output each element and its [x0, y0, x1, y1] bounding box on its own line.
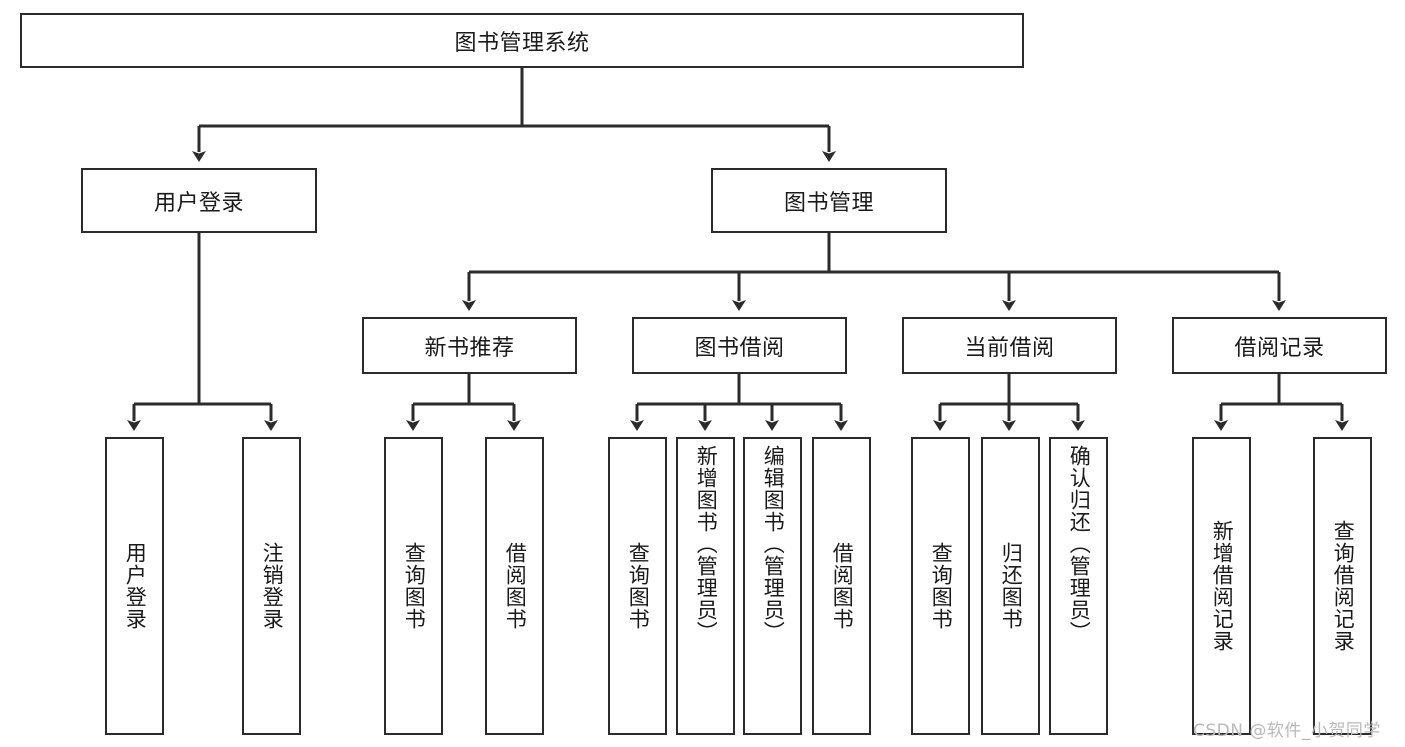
node-user-login[interactable]: 用户登录: [81, 168, 317, 233]
node-book-borrow-label: 图书借阅: [694, 335, 785, 361]
node-root[interactable]: 图书管理系统: [20, 13, 1024, 68]
node-leaf-add-book-label: 新增图书（管理员）: [694, 445, 719, 643]
node-new-book-recommend[interactable]: 新书推荐: [362, 317, 577, 374]
node-current-borrow[interactable]: 当前借阅: [902, 317, 1117, 374]
node-leaf-add-borrow-record-label: 新增借阅记录: [1210, 520, 1235, 652]
node-leaf-borrow-book-2[interactable]: 借阅图书: [812, 437, 871, 735]
node-leaf-user-login[interactable]: 用户登录: [105, 437, 164, 735]
node-book-manage[interactable]: 图书管理: [711, 168, 947, 233]
node-leaf-borrow-book-2-label: 借阅图书: [830, 542, 855, 630]
node-leaf-user-logout[interactable]: 注销登录: [242, 437, 301, 735]
node-new-book-recommend-label: 新书推荐: [424, 335, 515, 361]
node-leaf-add-borrow-record[interactable]: 新增借阅记录: [1192, 437, 1251, 735]
node-current-borrow-label: 当前借阅: [964, 335, 1055, 361]
node-root-label: 图书管理系统: [454, 30, 590, 56]
node-leaf-borrow-book-1-label: 借阅图书: [503, 542, 528, 630]
node-leaf-add-book[interactable]: 新增图书（管理员）: [676, 437, 735, 735]
node-leaf-return-book-label: 归还图书: [999, 542, 1024, 630]
node-leaf-query-book-2[interactable]: 查询图书: [608, 437, 667, 735]
node-user-login-label: 用户登录: [153, 190, 244, 216]
node-leaf-user-logout-label: 注销登录: [260, 542, 285, 630]
node-leaf-confirm-return[interactable]: 确认归还（管理员）: [1049, 437, 1108, 735]
node-borrow-record-label: 借阅记录: [1234, 335, 1325, 361]
node-leaf-query-book-1-label: 查询图书: [402, 542, 427, 630]
node-leaf-query-borrow-record-label: 查询借阅记录: [1331, 520, 1356, 652]
node-leaf-query-book-3-label: 查询图书: [929, 542, 954, 630]
node-leaf-edit-book-label: 编辑图书（管理员）: [761, 445, 786, 643]
node-book-borrow[interactable]: 图书借阅: [632, 317, 847, 374]
node-leaf-borrow-book-1[interactable]: 借阅图书: [485, 437, 544, 735]
node-leaf-query-book-2-label: 查询图书: [626, 542, 651, 630]
node-leaf-return-book[interactable]: 归还图书: [981, 437, 1040, 735]
node-leaf-query-book-3[interactable]: 查询图书: [911, 437, 970, 735]
csdn-watermark-text: CSDN @软件_小贺同学: [1193, 721, 1381, 741]
node-leaf-confirm-return-label: 确认归还（管理员）: [1067, 445, 1092, 643]
csdn-watermark: CSDN @软件_小贺同学: [1193, 716, 1381, 741]
node-leaf-query-book-1[interactable]: 查询图书: [384, 437, 443, 735]
node-leaf-edit-book[interactable]: 编辑图书（管理员）: [743, 437, 802, 735]
node-borrow-record[interactable]: 借阅记录: [1172, 317, 1387, 374]
node-book-manage-label: 图书管理: [783, 190, 874, 216]
node-leaf-query-borrow-record[interactable]: 查询借阅记录: [1313, 437, 1372, 735]
node-leaf-user-login-label: 用户登录: [123, 542, 148, 630]
